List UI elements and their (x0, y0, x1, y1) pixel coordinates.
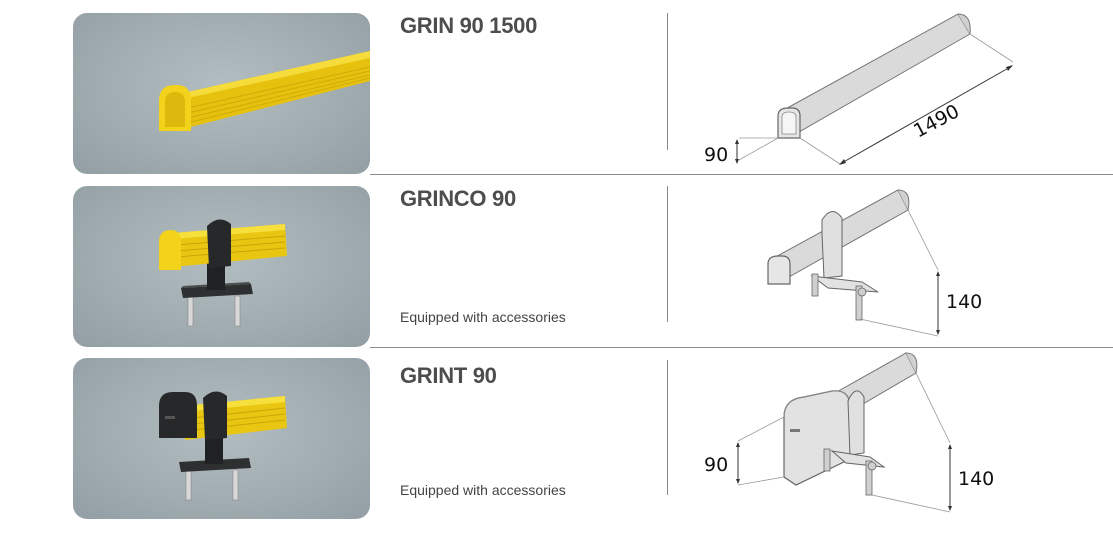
row-divider (370, 347, 1113, 348)
column-divider (667, 186, 668, 322)
column-divider (667, 360, 668, 495)
product-photo-grin-90-1500 (73, 13, 370, 174)
column-divider (667, 13, 668, 150)
dimension-label-height: 90 (704, 144, 728, 166)
product-title: GRINCO 90 (400, 186, 516, 211)
product-title: GRIN 90 1500 (400, 13, 538, 38)
dimension-label-length: 1490 (910, 100, 963, 142)
dimension-label-height: 140 (946, 291, 982, 313)
product-photo-grinco-90 (73, 186, 370, 347)
product-note: Equipped with accessories (400, 309, 566, 325)
row-divider (370, 174, 1113, 175)
product-row-grinco-90: GRINCO 90 Equipped with accessories 140 (0, 174, 1113, 347)
dimension-label-height-left: 90 (704, 454, 728, 476)
product-note: Equipped with accessories (400, 482, 566, 498)
product-row-grint-90: GRINT 90 Equipped with accessories 90 14… (0, 347, 1113, 537)
product-photo-grint-90 (73, 358, 370, 519)
product-row-grin-90-1500: GRIN 90 1500 90 1490 (0, 0, 1113, 174)
dimension-label-height-right: 140 (958, 468, 994, 490)
technical-drawing-grinco-90: 140 (767, 189, 982, 337)
technical-drawing-grin-90-1500: 90 1490 (704, 13, 1014, 166)
technical-drawing-grint-90: 90 140 (704, 352, 994, 513)
product-title: GRINT 90 (400, 363, 497, 388)
